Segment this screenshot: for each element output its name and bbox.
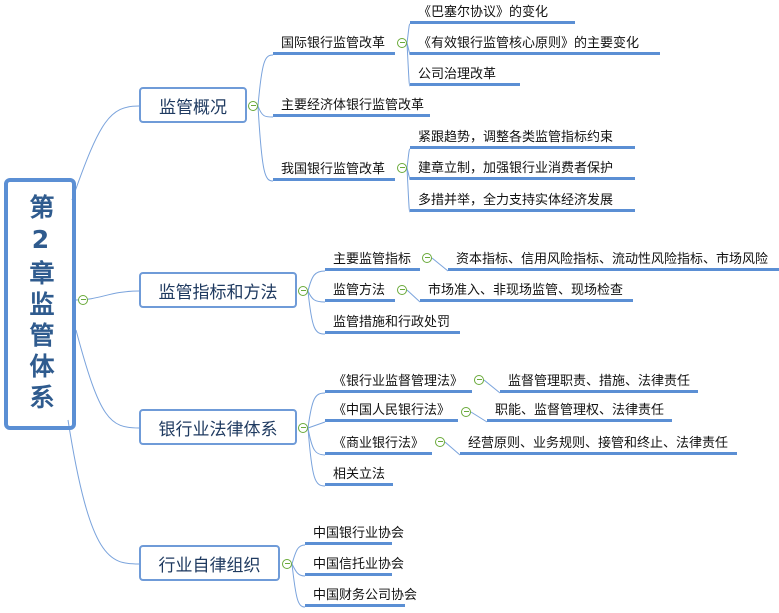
detail[interactable]: 市场准入、非现场监管、现场检查 — [420, 284, 633, 302]
subtopic[interactable]: 建章立制，加强银行业消费者保护 — [410, 162, 635, 180]
topic-china-reform[interactable]: 我国银行监管改革 — [273, 163, 395, 181]
collapse-icon[interactable] — [282, 559, 292, 569]
topic-measures-penalties[interactable]: 监管措施和行政处罚 — [325, 316, 460, 334]
topic-trust-association[interactable]: 中国信托业协会 — [305, 558, 404, 576]
topic-methods[interactable]: 监管方法 — [325, 284, 395, 302]
subtopic[interactable]: 多措并举，全力支持实体经济发展 — [410, 194, 635, 212]
collapse-icon[interactable] — [298, 423, 308, 433]
subtopic[interactable]: 《巴塞尔协议》的变化 — [410, 6, 575, 24]
branch-indicators-methods[interactable]: 监管指标和方法 — [139, 272, 297, 308]
detail[interactable]: 监督管理职责、措施、法律责任 — [500, 375, 698, 393]
collapse-icon[interactable] — [422, 253, 432, 263]
subtopic[interactable]: 《有效银行监管核心原则》的主要变化 — [410, 37, 660, 55]
root-topic[interactable]: 第2章监管体系 — [4, 178, 76, 430]
collapse-icon[interactable] — [78, 295, 88, 305]
collapse-icon[interactable] — [397, 38, 407, 48]
detail[interactable]: 职能、监督管理权、法律责任 — [487, 404, 672, 422]
topic-commercial-bank-law[interactable]: 《商业银行法》 — [325, 437, 432, 455]
topic-banking-supervision-law[interactable]: 《银行业监督管理法》 — [325, 375, 472, 393]
collapse-icon[interactable] — [248, 101, 258, 111]
detail[interactable]: 经营原则、业务规则、接管和终止、法律责任 — [460, 437, 737, 455]
subtopic[interactable]: 紧跟趋势，调整各类监管指标约束 — [410, 131, 635, 149]
topic-pboc-law[interactable]: 《中国人民银行法》 — [325, 404, 458, 422]
detail[interactable]: 资本指标、信用风险指标、流动性风险指标、市场风险 — [448, 253, 779, 271]
branch-overview[interactable]: 监管概况 — [139, 87, 247, 123]
topic-main-indicators[interactable]: 主要监管指标 — [325, 253, 420, 271]
collapse-icon[interactable] — [397, 285, 407, 295]
topic-finance-company-association[interactable]: 中国财务公司协会 — [305, 589, 417, 607]
collapse-icon[interactable] — [461, 407, 471, 417]
topic-major-economies-reform[interactable]: 主要经济体银行监管改革 — [273, 99, 430, 117]
branch-legal-system[interactable]: 银行业法律体系 — [139, 409, 297, 445]
topic-related-legislation[interactable]: 相关立法 — [325, 468, 393, 486]
subtopic[interactable]: 公司治理改革 — [410, 68, 520, 86]
topic-banking-association[interactable]: 中国银行业协会 — [305, 527, 404, 545]
branch-self-regulation[interactable]: 行业自律组织 — [139, 545, 280, 581]
collapse-icon[interactable] — [397, 163, 407, 173]
collapse-icon[interactable] — [474, 375, 484, 385]
collapse-icon[interactable] — [435, 437, 445, 447]
topic-international-reform[interactable]: 国际银行监管改革 — [273, 37, 395, 55]
collapse-icon[interactable] — [298, 286, 308, 296]
